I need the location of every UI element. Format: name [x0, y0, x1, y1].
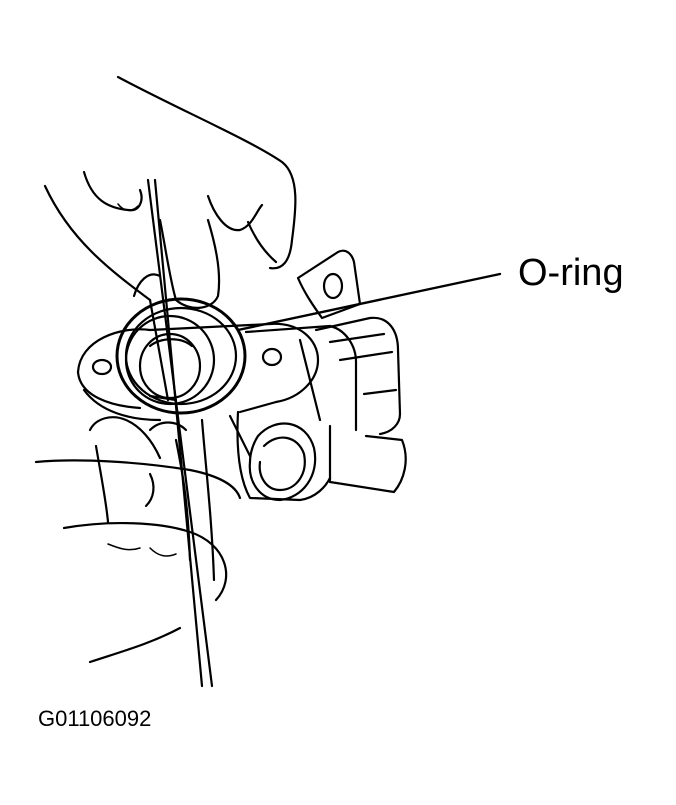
- lower-hand-drawing: [34, 416, 242, 664]
- o-ring-leader-line: [236, 272, 502, 332]
- figure-code: G01106092: [38, 706, 152, 731]
- housing-body-drawing: [76, 314, 407, 502]
- side-port-drawing: [248, 422, 317, 502]
- mounting-bracket-drawing: [296, 249, 362, 320]
- probe-tool-drawing: [146, 178, 216, 688]
- o-ring-drawing: [115, 297, 247, 415]
- o-ring-callout-label: O-ring: [518, 252, 624, 294]
- upper-hand-drawing: [43, 75, 297, 309]
